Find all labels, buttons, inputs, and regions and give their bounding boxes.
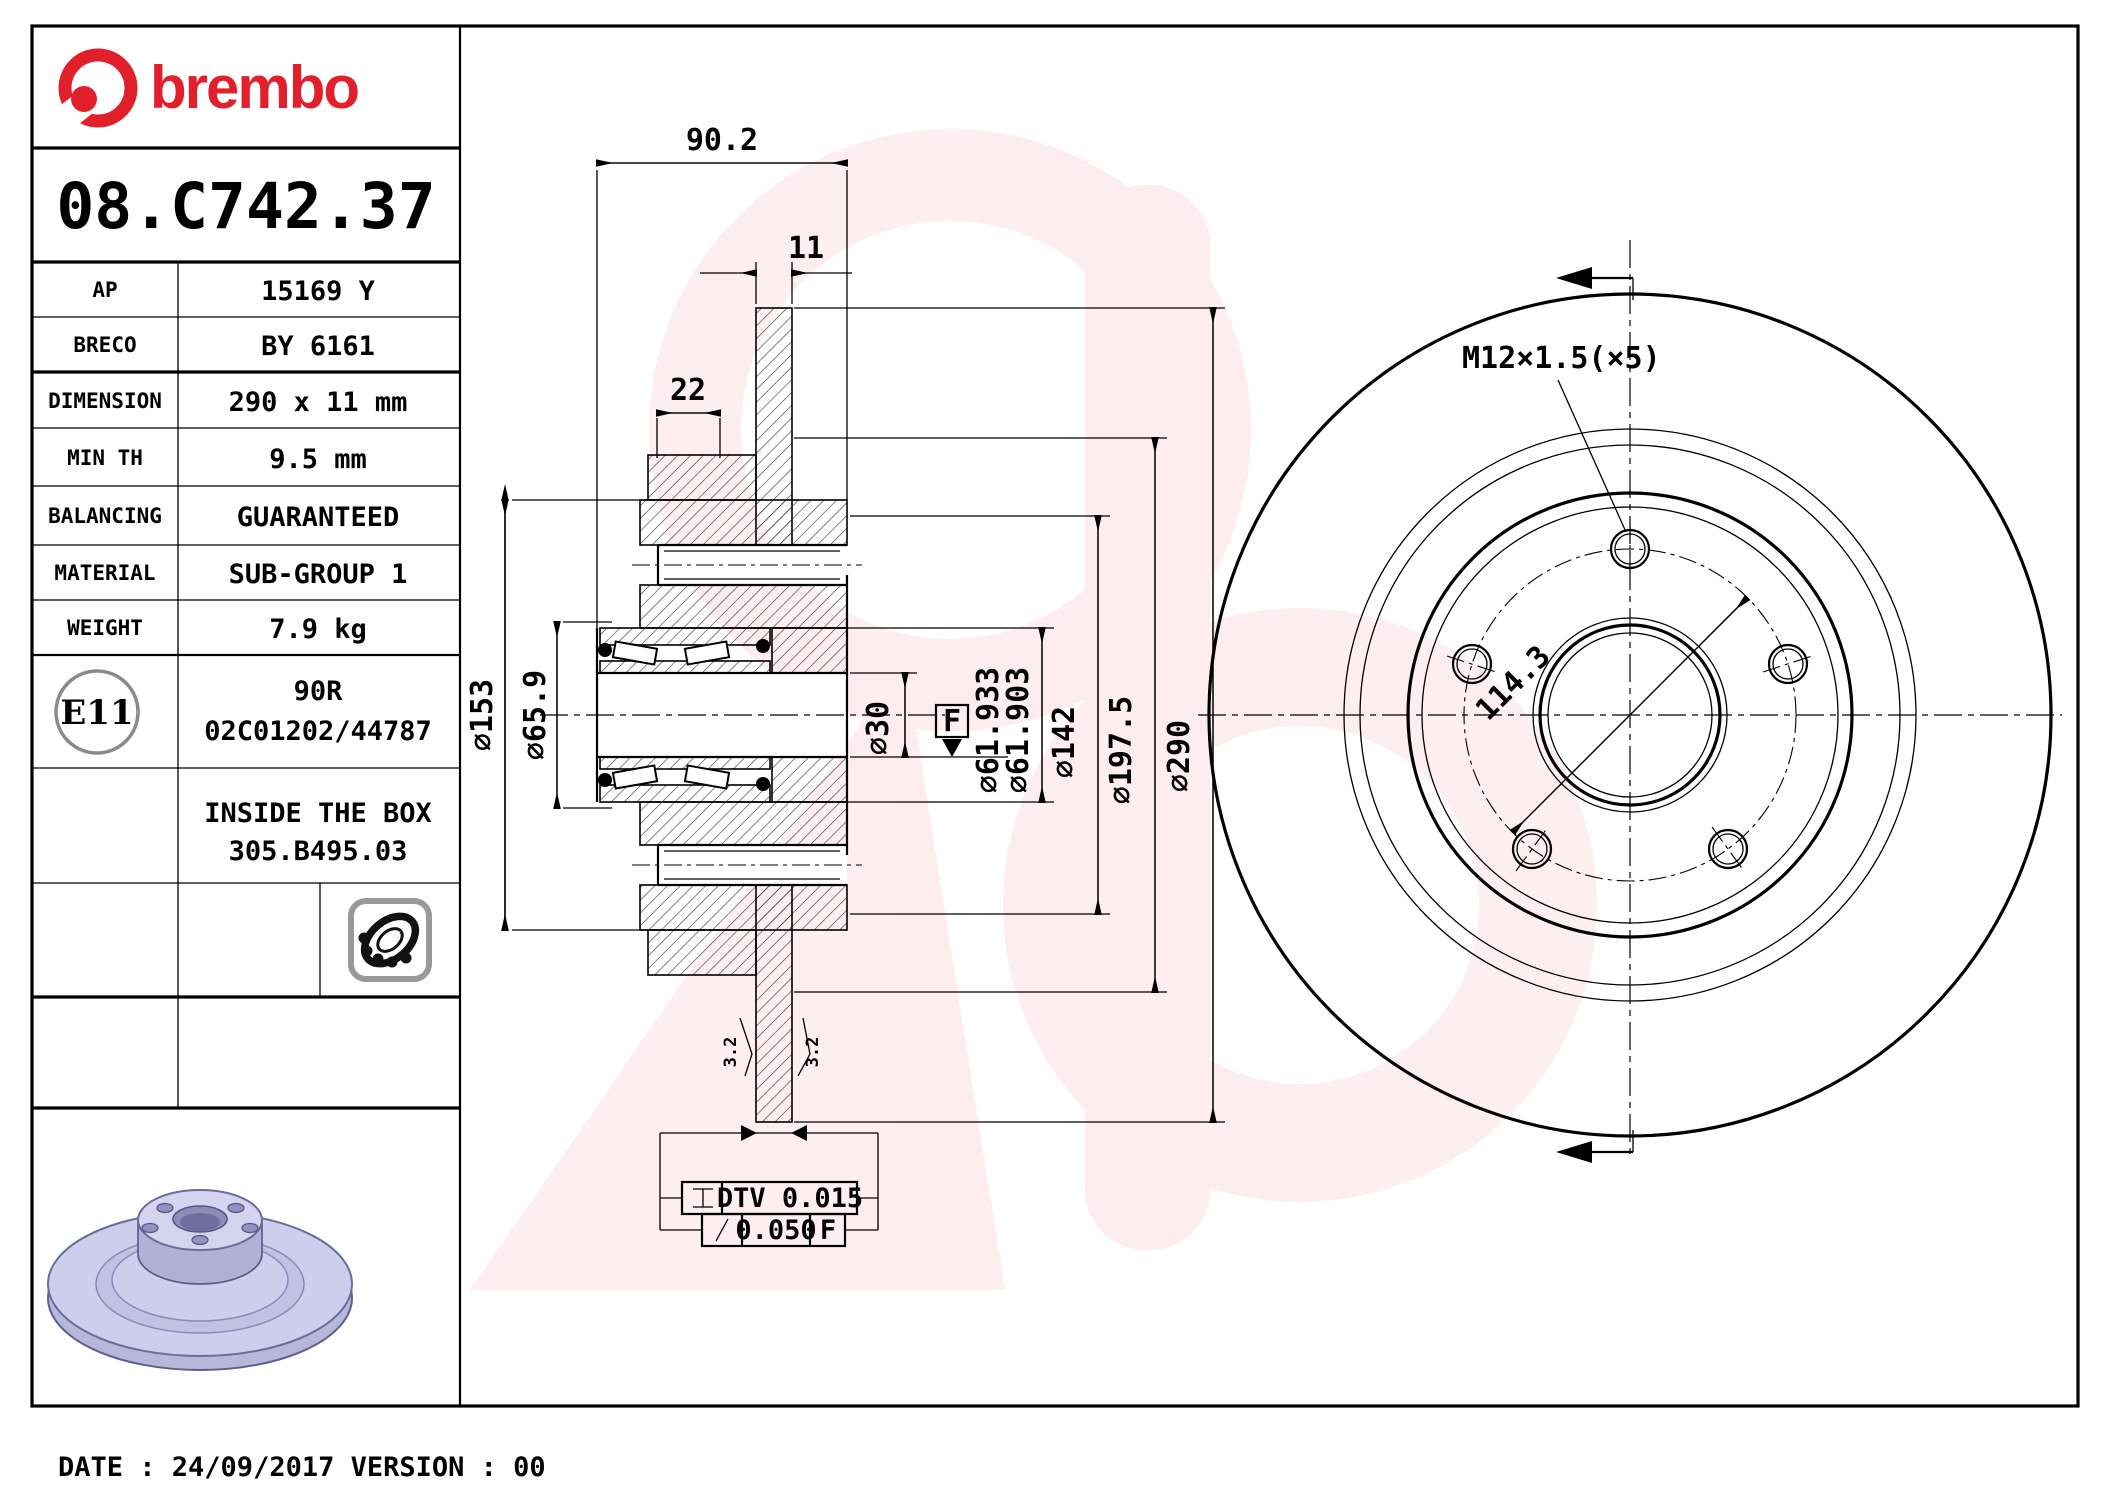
dim-d61-903: ∅61.903 (1001, 667, 1036, 793)
part-number: 08.C742.37 (56, 170, 435, 243)
dim-flange-offset: 22 (670, 373, 706, 408)
section-arrow-top (1556, 267, 1634, 300)
section-view: 90.2 11 22 ∅153 ∅65.9 ∅30 ∅61.933 ∅61.90… (465, 123, 1225, 1248)
dim-d153: ∅153 (465, 679, 500, 751)
row-value: 290 x 11 mm (229, 387, 408, 418)
row-label: WEIGHT (67, 616, 143, 640)
dtv-frame: DTV 0.015 (680, 1180, 863, 1216)
dim-d65-9: ∅65.9 (518, 670, 553, 760)
spec-table: AP 15169 Y BRECO BY 6161 DIMENSION 290 x… (48, 276, 407, 645)
dim-total-width: 90.2 (686, 123, 758, 158)
box-note-line1: INSIDE THE BOX (204, 798, 432, 829)
datum-f-letter: F (943, 704, 961, 739)
brembo-emblem-icon (51, 48, 138, 133)
row-value: 15169 Y (261, 276, 376, 307)
sheet-borders (30, 24, 2080, 1408)
runout-frame: 0.050 F (700, 1212, 847, 1248)
row-label: AP (92, 278, 117, 302)
disc-3d-render (47, 1189, 353, 1371)
bearing-icon (348, 898, 432, 982)
row-label: BRECO (73, 333, 136, 357)
row-label: MATERIAL (54, 561, 155, 585)
box-note-line2: 305.B495.03 (229, 836, 408, 867)
homologation-line2: 02C01202/44787 (204, 716, 432, 747)
stud-hole-bottom (632, 843, 862, 887)
thread-callout: M12×1.5(×5) (1462, 341, 1661, 533)
tolerance-callout: DTV 0.015 0.050 F (659, 1125, 879, 1248)
roughness-value: 3.2 (803, 1037, 823, 1068)
dim-d61-933: ∅61.933 (971, 667, 1006, 793)
row-value: BY 6161 (261, 331, 375, 362)
row-label: BALANCING (48, 504, 162, 528)
brand-wordmark: brembo (150, 54, 358, 121)
bearing-rollers (598, 639, 770, 791)
stud-hole-top (632, 543, 862, 587)
date-version-line: DATE : 24/09/2017 VERSION : 00 (58, 1452, 546, 1483)
dim-d30: ∅30 (861, 701, 896, 755)
parallelism-symbol-icon (715, 1218, 729, 1242)
row-value: GUARANTEED (237, 502, 400, 533)
dim-d197-5: ∅197.5 (1104, 696, 1139, 804)
dim-d290: ∅290 (1162, 720, 1197, 792)
roughness-value: 3.2 (721, 1037, 741, 1068)
e11-circle-icon (54, 669, 140, 755)
runout-datum: F (820, 1215, 836, 1246)
dim-disc-thickness: 11 (788, 231, 824, 266)
e11-badge: E11 (60, 693, 133, 733)
roughness-mark-left: 3.2 (721, 1017, 753, 1077)
homologation-line1: 90R (294, 676, 344, 707)
row-label: DIMENSION (48, 389, 162, 413)
section-arrow-bottom (1556, 1130, 1634, 1163)
row-label: MIN TH (67, 446, 143, 470)
box-note: INSIDE THE BOX 305.B495.03 (204, 798, 432, 867)
row-value: SUB-GROUP 1 (229, 559, 408, 590)
dim-d142: ∅142 (1047, 706, 1082, 778)
row-value: 7.9 kg (269, 614, 367, 645)
dtv-value: DTV 0.015 (717, 1183, 863, 1214)
datum-f-flag: F (934, 703, 970, 757)
extension-lines (512, 170, 1225, 1123)
thread-label: M12×1.5(×5) (1462, 341, 1661, 376)
row-value: 9.5 mm (269, 444, 367, 475)
homologation-row: E11 90R 02C01202/44787 (54, 669, 432, 755)
runout-value: 0.050 (735, 1215, 816, 1246)
dtv-symbol-icon (693, 1188, 713, 1208)
roughness-mark-right: 3.2 (797, 1017, 823, 1077)
brembo-logo: brembo (51, 48, 360, 133)
